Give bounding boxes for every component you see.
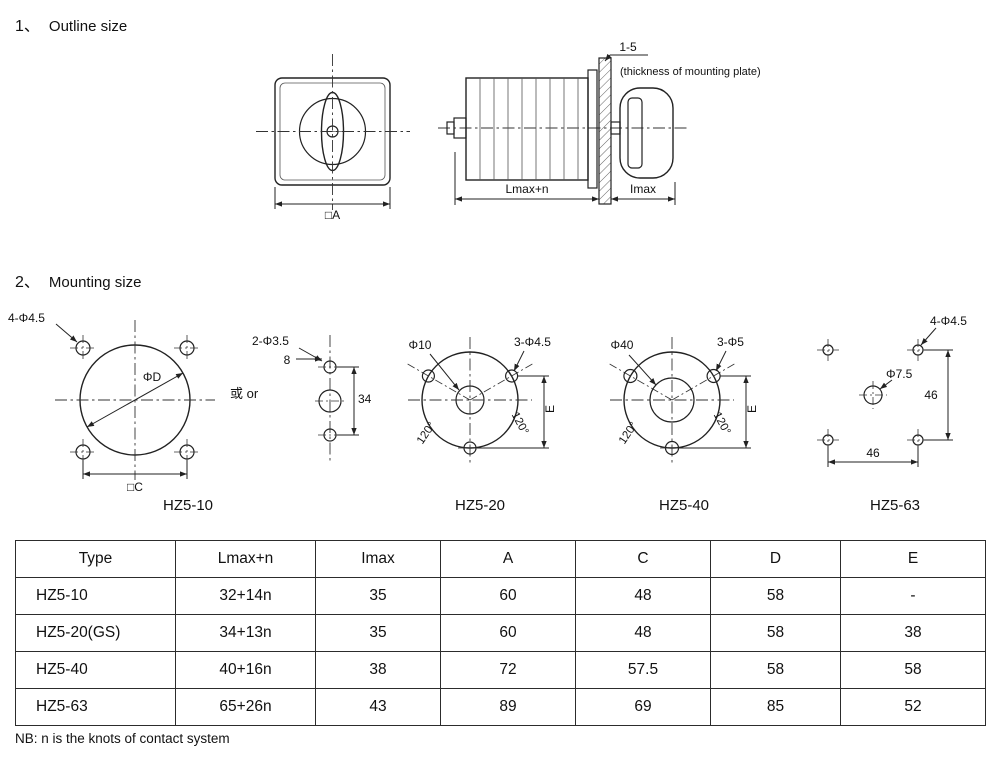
section-2-title: Mounting size bbox=[48, 274, 142, 291]
plate-thickness-note: (thickness of mounting plate) bbox=[620, 66, 761, 78]
dim-label-34: 34 bbox=[358, 392, 372, 406]
cell-e: 58 bbox=[840, 651, 986, 689]
cell-type: HZ5-63 bbox=[15, 688, 176, 726]
cell-a: 72 bbox=[440, 651, 576, 689]
mounting-hz5-20: Φ10 3-Φ4.5 120° 120° E HZ5-20 bbox=[404, 335, 557, 514]
cell-imax: 35 bbox=[315, 614, 441, 652]
dim-label-E: E bbox=[745, 405, 759, 413]
cell-a: 60 bbox=[440, 577, 576, 615]
cell-e: 38 bbox=[840, 614, 986, 652]
cell-d: 58 bbox=[710, 651, 841, 689]
mounting-hz5-10: 4-Φ4.5 ΦD □C 或 or 2-Φ3.5 8 34 HZ5-10 bbox=[8, 311, 372, 514]
front-flange bbox=[587, 69, 598, 189]
mounting-hz5-40: Φ40 3-Φ5 120° 120° E HZ5-40 bbox=[606, 335, 759, 514]
cell-a: 60 bbox=[440, 614, 576, 652]
column-header-imax: Imax bbox=[315, 540, 441, 578]
center-hole-label-phi10: Φ10 bbox=[409, 338, 432, 352]
cell-c: 48 bbox=[575, 577, 711, 615]
cell-d: 85 bbox=[710, 688, 841, 726]
section-1-number: 1、 bbox=[15, 18, 40, 35]
cell-imax: 38 bbox=[315, 651, 441, 689]
outline-size-drawing: □A 1-5 (thickness of mounting plate) Lma… bbox=[256, 40, 761, 222]
dim-label-E: E bbox=[543, 405, 557, 413]
column-header-d: D bbox=[710, 540, 841, 578]
dim-label-plate-thickness: 1-5 bbox=[619, 40, 637, 54]
cell-c: 57.5 bbox=[575, 651, 711, 689]
cell-lmax-n: 65+26n bbox=[175, 688, 316, 726]
dim-label-Imax: Imax bbox=[630, 182, 656, 196]
dim-label-square-C: □C bbox=[127, 480, 143, 494]
cell-imax: 43 bbox=[315, 688, 441, 726]
caption-hz5-63: HZ5-63 bbox=[870, 497, 920, 514]
cell-lmax-n: 32+14n bbox=[175, 577, 316, 615]
dia-label-D: ΦD bbox=[143, 370, 162, 384]
mounting-plate bbox=[598, 57, 612, 205]
mounting-size-drawing: 4-Φ4.5 ΦD □C 或 or 2-Φ3.5 8 34 HZ5-10 bbox=[8, 311, 967, 514]
handle-bezel bbox=[619, 87, 674, 179]
handle-grip bbox=[627, 97, 643, 169]
holes-label-3x5: 3-Φ5 bbox=[717, 335, 744, 349]
column-header-lmax-n: Lmax+n bbox=[175, 540, 316, 578]
holes-label-4x45: 4-Φ4.5 bbox=[930, 314, 967, 328]
column-header-e: E bbox=[840, 540, 986, 578]
cell-c: 48 bbox=[575, 614, 711, 652]
center-hole-label-phi40: Φ40 bbox=[611, 338, 634, 352]
cell-d: 58 bbox=[710, 614, 841, 652]
diameter-line-D bbox=[86, 372, 184, 428]
cell-type: HZ5-20(GS) bbox=[15, 614, 176, 652]
section-1-title: Outline size bbox=[48, 18, 128, 35]
dim-label-8: 8 bbox=[284, 353, 291, 367]
section-2-number: 2、 bbox=[15, 274, 40, 291]
caption-hz5-40: HZ5-40 bbox=[659, 497, 709, 514]
cell-e: - bbox=[840, 577, 986, 615]
section-1-heading: 1、 Outline size bbox=[15, 12, 127, 36]
holes-label-4x45: 4-Φ4.5 bbox=[8, 311, 45, 325]
table-row: HZ5-40 40+16n 38 72 57.5 58 58 bbox=[15, 651, 986, 689]
table-row: HZ5-10 32+14n 35 60 48 58 - bbox=[15, 577, 986, 615]
cell-lmax-n: 40+16n bbox=[175, 651, 316, 689]
center-hole-label-phi75: Φ7.5 bbox=[886, 367, 913, 381]
switch-body bbox=[465, 77, 589, 181]
table-row: HZ5-63 65+26n 43 89 69 85 52 bbox=[15, 688, 986, 726]
caption-hz5-20: HZ5-20 bbox=[455, 497, 505, 514]
dim-label-46-vertical: 46 bbox=[924, 388, 938, 402]
alt-holes-label: 2-Φ3.5 bbox=[252, 334, 289, 348]
cell-imax: 35 bbox=[315, 577, 441, 615]
table-header-row: Type Lmax+n Imax A C D E bbox=[15, 540, 986, 578]
mounting-hz5-63: 4-Φ4.5 Φ7.5 46 46 HZ5-63 bbox=[817, 314, 967, 514]
column-header-a: A bbox=[440, 540, 576, 578]
side-view: 1-5 (thickness of mounting plate) Lmax+n… bbox=[438, 40, 761, 205]
cell-c: 69 bbox=[575, 688, 711, 726]
section-2-heading: 2、 Mounting size bbox=[15, 268, 141, 292]
column-header-c: C bbox=[575, 540, 711, 578]
dim-label-square-A: □A bbox=[325, 208, 340, 222]
caption-hz5-10: HZ5-10 bbox=[163, 497, 213, 514]
dimension-table: Type Lmax+n Imax A C D E HZ5-10 32+14n 3… bbox=[15, 540, 986, 726]
cell-a: 89 bbox=[440, 688, 576, 726]
cell-e: 52 bbox=[840, 688, 986, 726]
cell-d: 58 bbox=[710, 577, 841, 615]
cell-lmax-n: 34+13n bbox=[175, 614, 316, 652]
dim-label-Lmax-n: Lmax+n bbox=[505, 182, 548, 196]
front-view: □A bbox=[256, 54, 410, 222]
table-row: HZ5-20(GS) 34+13n 35 60 48 58 38 bbox=[15, 614, 986, 652]
column-header-type: Type bbox=[15, 540, 176, 578]
holes-label-3x45: 3-Φ4.5 bbox=[514, 335, 551, 349]
or-label: 或 or bbox=[230, 386, 259, 401]
cell-type: HZ5-10 bbox=[15, 577, 176, 615]
dim-label-46-horizontal: 46 bbox=[866, 446, 880, 460]
footnote: NB: n is the knots of contact system bbox=[15, 731, 230, 746]
cell-type: HZ5-40 bbox=[15, 651, 176, 689]
